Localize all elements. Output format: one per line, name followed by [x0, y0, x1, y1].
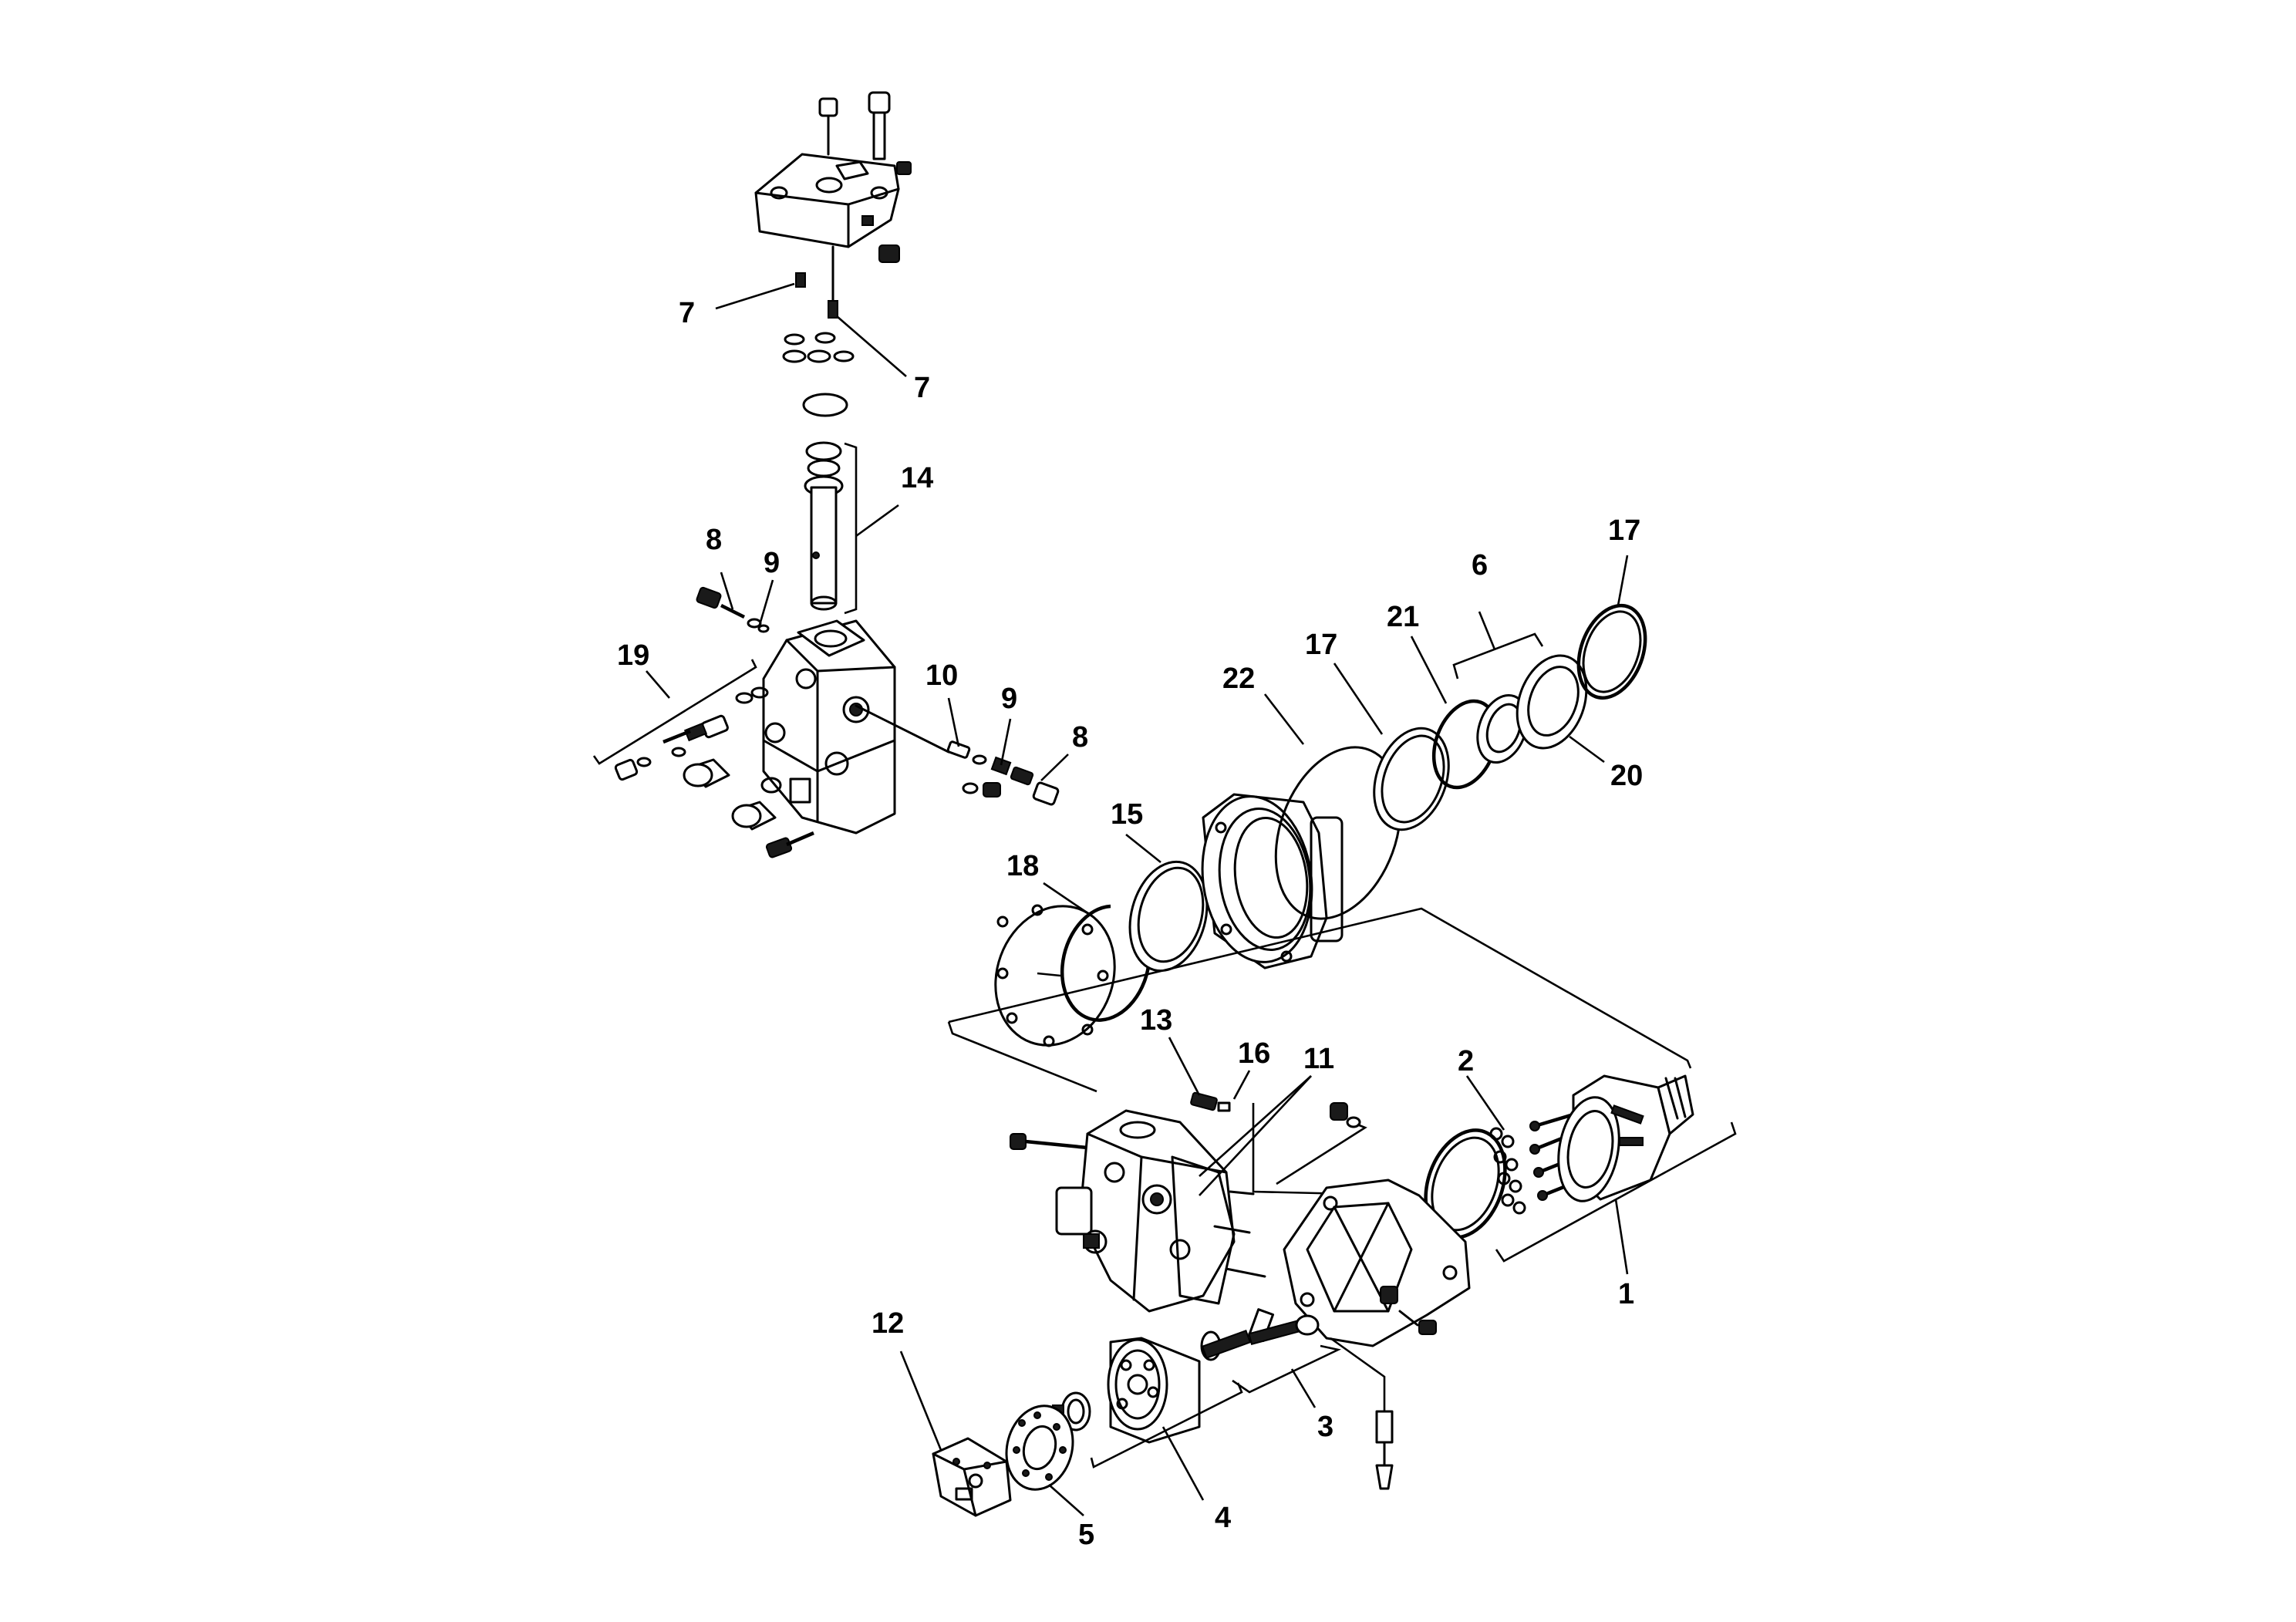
- callout-9: 9: [1001, 683, 1017, 715]
- spool-assembly: [804, 441, 899, 615]
- callout-labels: 7 7 14 8 9 19 10 9 8 22 17 21 6 17 20 15…: [617, 297, 1643, 1551]
- callout-21: 21: [1387, 601, 1419, 633]
- callout-11: 11: [1303, 1043, 1334, 1075]
- regulator-cover-assembly: [715, 91, 912, 417]
- callout-19: 19: [617, 639, 649, 672]
- callout-8: 8: [706, 524, 722, 556]
- callout-4: 4: [1215, 1502, 1231, 1534]
- callout-14: 14: [901, 462, 933, 494]
- callout-13: 13: [1140, 1004, 1172, 1037]
- callout-10: 10: [925, 659, 958, 692]
- regulator-valve-block: [592, 572, 1069, 858]
- cylinder-block-group: [899, 1308, 1341, 1517]
- callout-18: 18: [1006, 850, 1039, 882]
- callout-3: 3: [1317, 1411, 1333, 1443]
- callout-22: 22: [1222, 663, 1255, 695]
- callout-17: 17: [1608, 514, 1640, 547]
- callout-17: 17: [1305, 629, 1337, 661]
- callout-20: 20: [1610, 760, 1643, 792]
- callout-15: 15: [1111, 798, 1143, 831]
- assembly-brackets: [947, 907, 1692, 1093]
- pump-case: [1010, 1037, 1367, 1313]
- callout-1: 1: [1618, 1278, 1634, 1310]
- callout-6: 6: [1472, 549, 1488, 582]
- shaft-assembly: [1424, 1074, 1737, 1275]
- callout-12: 12: [872, 1307, 904, 1340]
- callout-16: 16: [1238, 1037, 1270, 1070]
- housing-ring-group: [994, 555, 1647, 1047]
- port-cover: [1283, 1179, 1471, 1490]
- callout-2: 2: [1458, 1045, 1474, 1077]
- callout-8: 8: [1072, 721, 1088, 754]
- callout-5: 5: [1078, 1519, 1094, 1551]
- callout-7: 7: [679, 297, 695, 329]
- callout-9: 9: [764, 547, 780, 579]
- callout-7: 7: [914, 372, 930, 404]
